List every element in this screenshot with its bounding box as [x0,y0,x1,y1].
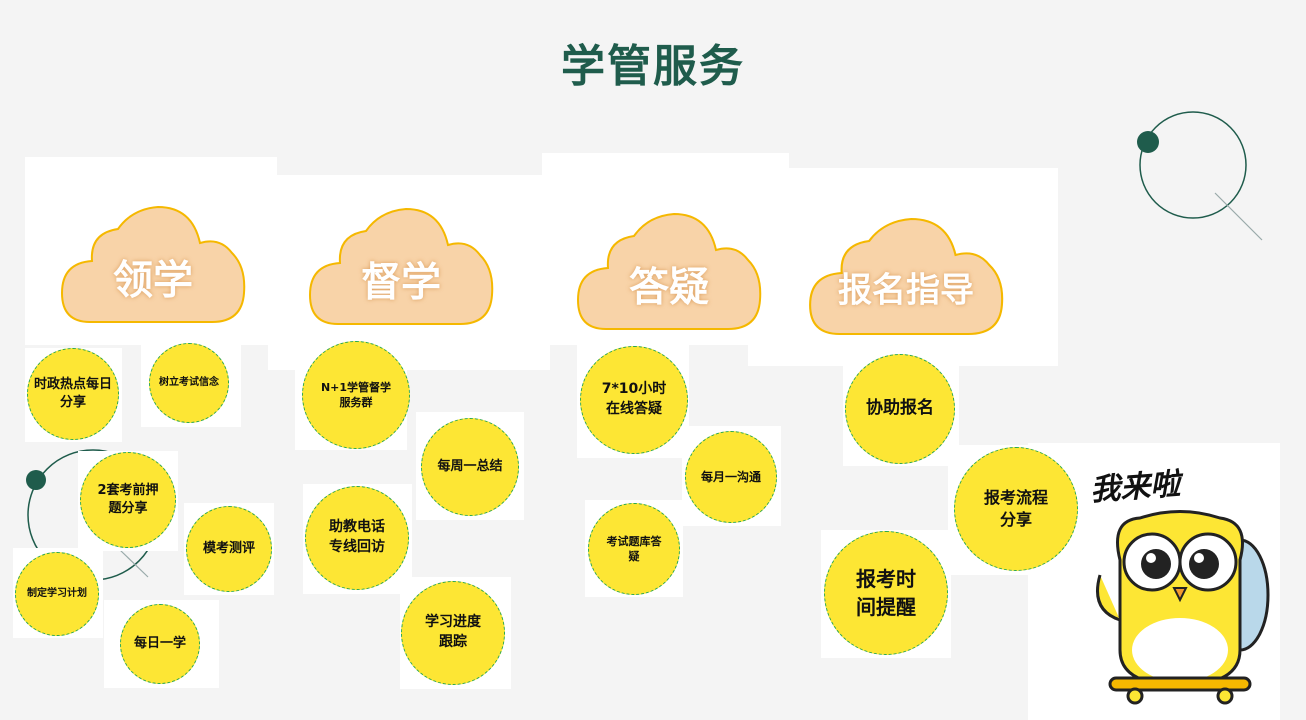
bubble: 时政热点每日分享 [27,348,119,440]
bubble: 每日一学 [120,604,200,684]
bubble: 报考流程分享 [954,447,1078,571]
category-label: 领学 [113,257,193,304]
bubble: 学习进度跟踪 [401,581,505,685]
bubble: 2套考前押题分享 [80,452,176,548]
cloud-duxue: 督学 [308,207,494,327]
bubble: N+1学管督学服务群 [302,341,410,449]
bubble: 制定学习计划 [15,552,99,636]
cloud-icon [60,205,246,323]
bubble: 7*10小时在线答疑 [580,346,688,454]
bubble: 树立考试信念 [149,343,229,423]
cloud-dayi: 答疑 [576,212,762,332]
category-label: 答疑 [629,264,709,311]
bubble: 报考时间提醒 [824,531,948,655]
cloud-icon [809,217,1004,335]
bubble: 每周一总结 [421,418,519,516]
bubble: 每月一沟通 [685,431,777,523]
category-label: 报名指导 [838,270,974,311]
cloud-lingxue: 领学 [60,205,246,325]
bubble: 模考测评 [186,506,272,592]
cloud-icon [308,207,494,325]
cloud-baoming: 报名指导 [808,217,1004,337]
category-label: 督学 [361,259,441,306]
bubble: 考试题库答疑 [588,503,680,595]
bubble: 协助报名 [845,354,955,464]
page-title: 学管服务 [561,41,745,92]
bubble: 助教电话专线回访 [305,486,409,590]
owl-icon [1096,510,1270,705]
cloud-icon [576,212,762,330]
